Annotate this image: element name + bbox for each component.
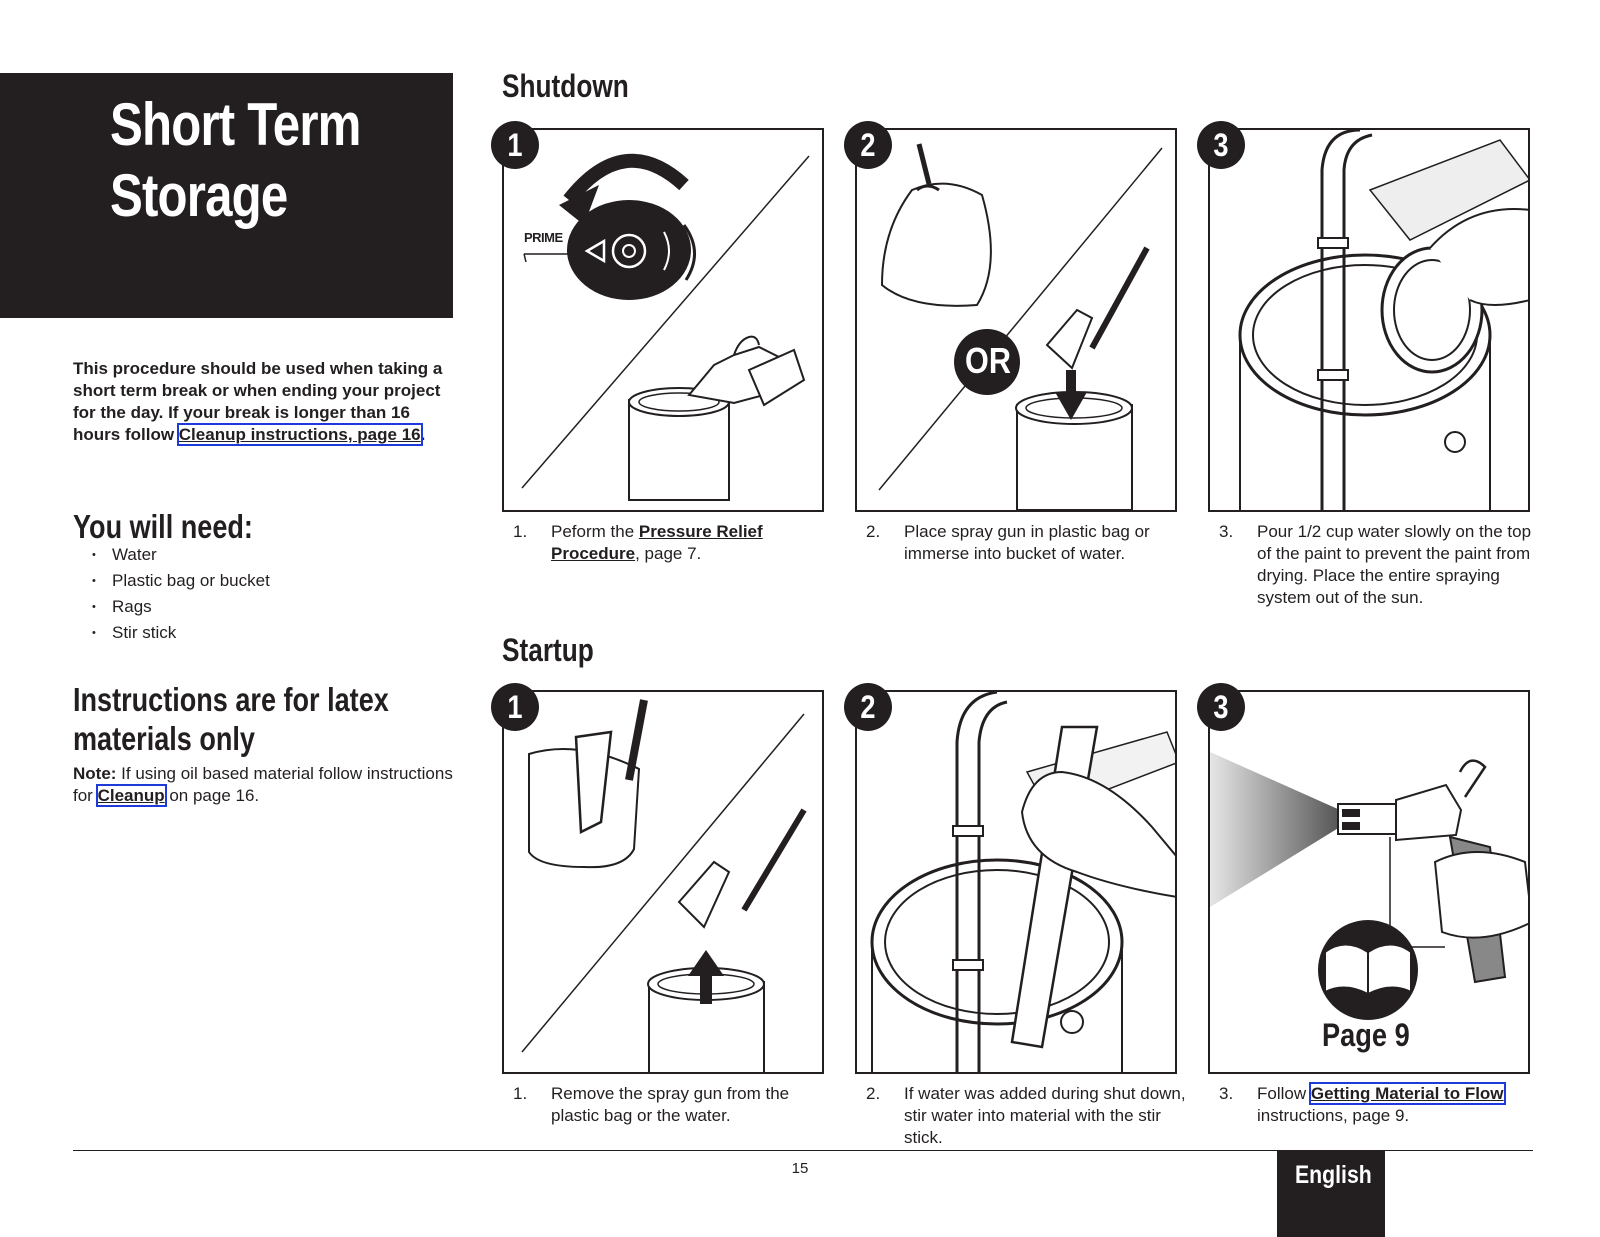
intro-text: This procedure should be used when takin… xyxy=(73,359,443,444)
step-number: 3 xyxy=(1213,689,1229,725)
caption-text: Pour 1/2 cup water slowly on the top of … xyxy=(1257,522,1532,607)
page-9-label: Page 9 xyxy=(1322,1017,1425,1054)
latex-note: Note: If using oil based material follow… xyxy=(73,763,453,807)
caption-number: 3. xyxy=(1219,522,1234,541)
caption-number: 3. xyxy=(1219,1084,1234,1103)
caption-text: , page 7. xyxy=(635,544,702,563)
intro-paragraph: This procedure should be used when takin… xyxy=(73,358,443,446)
spray-gun-illustration xyxy=(1210,752,1528,1020)
language-tab: English xyxy=(1277,1151,1385,1237)
language-label: English xyxy=(1295,1161,1372,1189)
caption-number: 2. xyxy=(866,1084,881,1103)
getting-material-link[interactable]: Getting Material to Flow xyxy=(1308,1082,1506,1105)
step-number: 1 xyxy=(507,127,523,163)
note-label: Note: xyxy=(73,764,117,783)
pressure-relief-link[interactable]: Pressure Relief Procedure xyxy=(551,522,763,563)
caption-number: 1. xyxy=(513,522,528,541)
prime-knob-illustration xyxy=(521,153,810,501)
intro-end: . xyxy=(420,425,426,444)
step-number: 2 xyxy=(860,127,876,163)
list-item: Plastic bag or bucket xyxy=(92,571,270,597)
latex-heading: Instructions are for latex materials onl… xyxy=(73,681,389,757)
list-item: Rags xyxy=(92,597,270,623)
title-block: Short Term Storage xyxy=(0,73,453,318)
shutdown-heading: Shutdown xyxy=(502,68,629,104)
caption-number: 1. xyxy=(513,1084,528,1103)
prime-label: PRIME xyxy=(524,230,563,245)
step-number-badge: 3 xyxy=(1197,121,1245,169)
note-text: If using oil based material follow instr… xyxy=(73,764,453,805)
startup-step-1-illustration xyxy=(502,690,824,1074)
shutdown-step-3-illustration xyxy=(1208,128,1530,512)
step-number-badge: 2 xyxy=(844,121,892,169)
caption-number: 2. xyxy=(866,522,881,541)
step-number: 3 xyxy=(1213,127,1229,163)
caption-text: Peform the xyxy=(551,522,639,541)
step-number-badge: 2 xyxy=(844,683,892,731)
step-number-badge: 1 xyxy=(491,683,539,731)
startup-step-3-illustration: Page 9 xyxy=(1208,690,1530,1074)
step-number-badge: 3 xyxy=(1197,683,1245,731)
cleanup-link[interactable]: Cleanup instructions, page 16 xyxy=(176,423,423,446)
shutdown-step-2-illustration: OR xyxy=(855,128,1177,512)
caption-text: instructions, page 9. xyxy=(1257,1106,1410,1125)
bag-or-bucket-illustration xyxy=(878,143,1163,510)
or-text: OR xyxy=(965,340,1011,381)
page-number: 15 xyxy=(791,1160,809,1177)
caption-text: Follow xyxy=(1257,1084,1311,1103)
step-number: 1 xyxy=(507,689,523,725)
caption-text: Place spray gun in plastic bag or immers… xyxy=(904,522,1150,563)
stir-illustration xyxy=(870,692,1175,1072)
footer-rule xyxy=(73,1150,1533,1151)
list-item: Stir stick xyxy=(92,623,270,649)
list-item: Water xyxy=(92,545,270,571)
page-9-text: Page 9 xyxy=(1322,1017,1410,1053)
caption-text: If water was added during shut down, sti… xyxy=(904,1084,1186,1147)
note-cleanup-link[interactable]: Cleanup xyxy=(95,784,167,807)
you-will-need-heading: You will need: xyxy=(73,508,253,545)
title-line-2: Storage xyxy=(110,162,288,229)
supplies-list: Water Plastic bag or bucket Rags Stir st… xyxy=(92,545,270,649)
startup-step-2-illustration xyxy=(855,690,1177,1074)
startup-heading: Startup xyxy=(502,632,594,668)
title-line-1: Short Term xyxy=(110,91,361,158)
caption-text: Remove the spray gun from the plastic ba… xyxy=(551,1084,790,1125)
shutdown-step-1-illustration: PRIME xyxy=(502,128,824,512)
note-end: on page 16. xyxy=(164,786,260,805)
step-number: 2 xyxy=(860,689,876,725)
pour-water-illustration xyxy=(1238,130,1528,510)
or-label: OR xyxy=(956,340,1020,382)
step-number-badge: 1 xyxy=(491,121,539,169)
remove-gun-illustration xyxy=(521,699,807,1072)
